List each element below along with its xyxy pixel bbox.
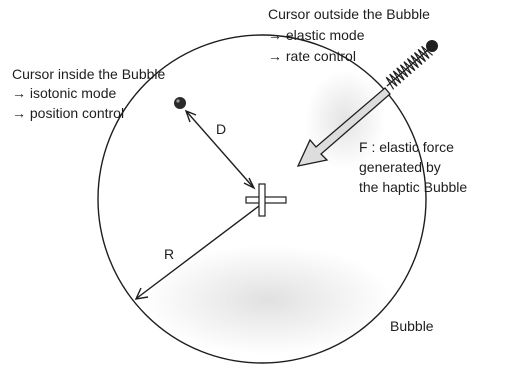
radius-r-arrow: [134, 205, 260, 300]
label-bubble: Bubble: [390, 318, 434, 334]
center-crosshair-icon: [245, 183, 287, 217]
force-line-1: F : elastic force: [359, 139, 454, 155]
label-d: D: [216, 121, 226, 137]
bubble-shading-lower: [143, 245, 393, 355]
distance-d-arrow: [184, 109, 256, 190]
inside-control: → position control: [12, 105, 124, 121]
outer-cursor-icon: [426, 40, 438, 52]
outside-control: → rate control: [268, 48, 356, 64]
bubble-circle: [97, 34, 427, 364]
force-line-2: generated by: [359, 159, 441, 175]
inside-mode: → isotonic mode: [12, 85, 116, 101]
spring-icon: [385, 45, 433, 90]
outside-title: Cursor outside the Bubble: [268, 6, 430, 22]
inner-cursor-icon: [174, 97, 186, 109]
inside-title: Cursor inside the Bubble: [12, 66, 166, 82]
elastic-force-arrow: [296, 87, 391, 167]
force-line-3: the haptic Bubble: [359, 179, 467, 195]
label-r: R: [164, 246, 174, 262]
outside-mode: → elastic mode: [268, 27, 365, 43]
inner-cursor-highlight: [176, 99, 180, 103]
